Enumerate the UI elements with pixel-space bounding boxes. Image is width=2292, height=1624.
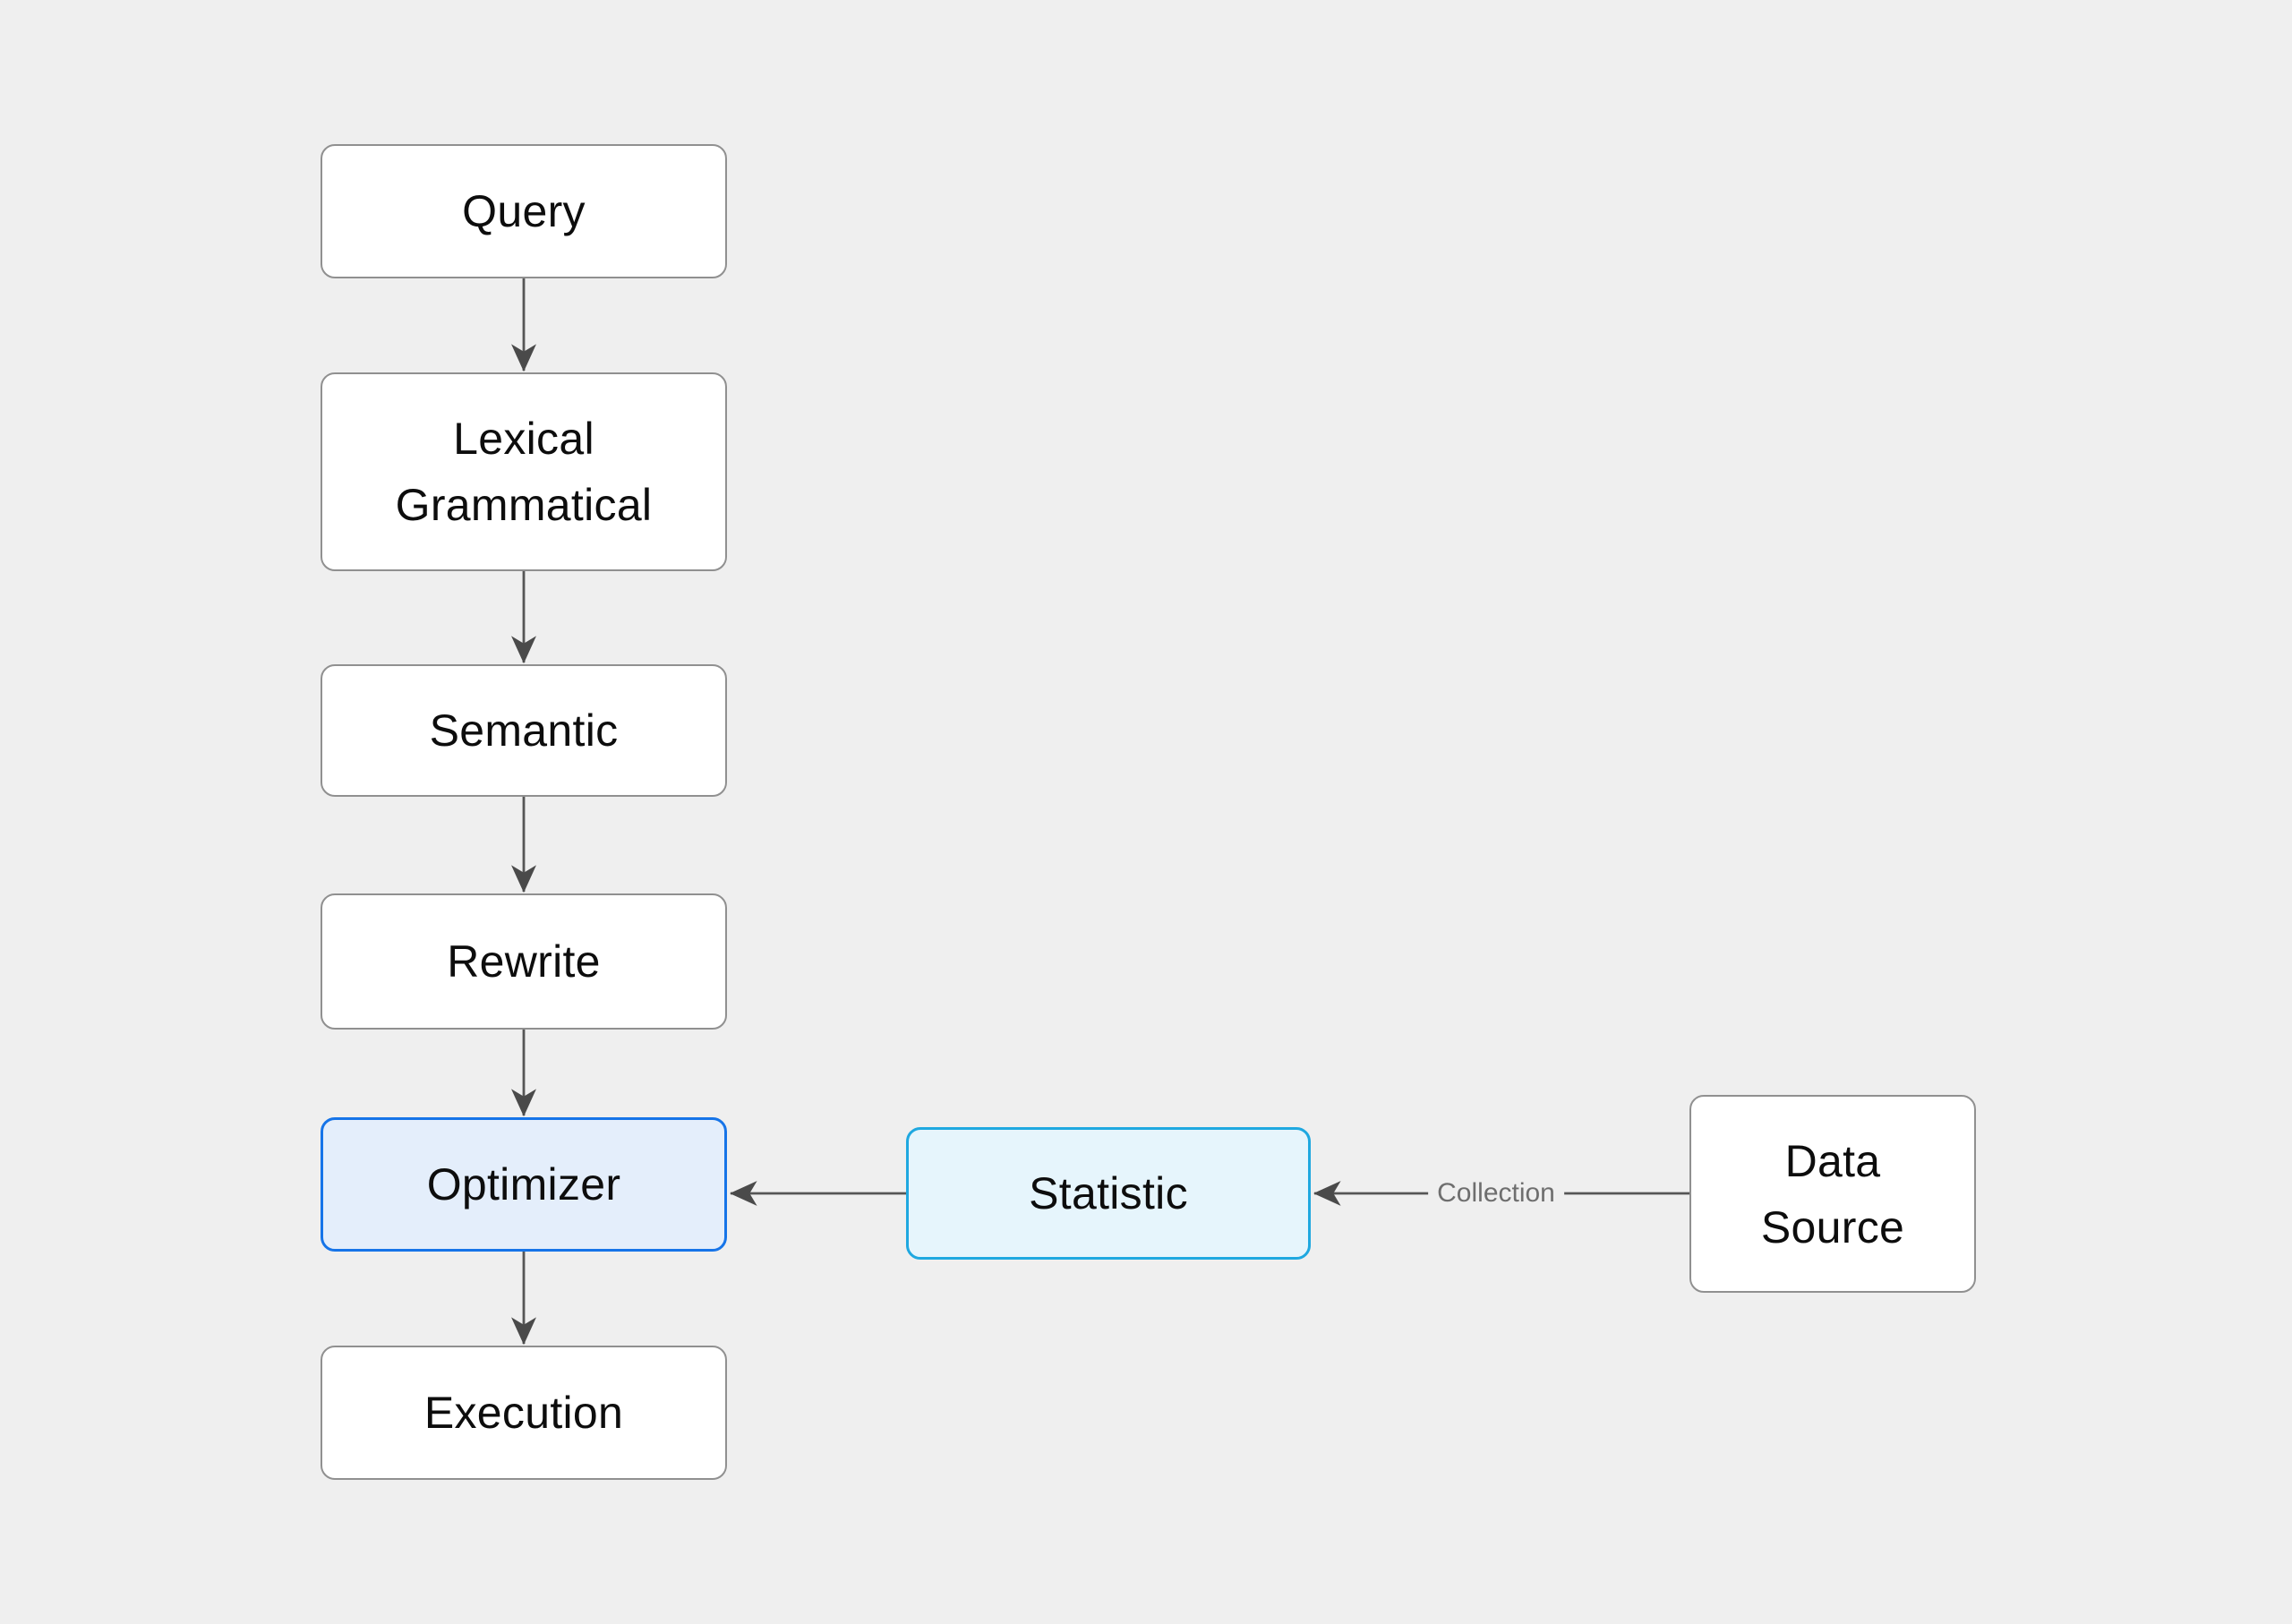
node-query: Query xyxy=(321,144,727,278)
node-lexical-grammatical: Lexical Grammatical xyxy=(321,372,727,571)
node-semantic-label: Semantic xyxy=(429,705,619,756)
node-execution: Execution xyxy=(321,1346,727,1480)
node-statistic: Statistic xyxy=(906,1127,1311,1260)
node-rewrite-label: Rewrite xyxy=(447,936,601,987)
node-optimizer: Optimizer xyxy=(321,1117,727,1252)
node-data-source-label: Data Source xyxy=(1760,1135,1905,1252)
node-data-source: Data Source xyxy=(1689,1095,1976,1293)
node-semantic: Semantic xyxy=(321,664,727,797)
node-lexical-grammatical-label: Lexical Grammatical xyxy=(395,414,653,530)
node-query-label: Query xyxy=(462,186,586,236)
node-statistic-label: Statistic xyxy=(1029,1168,1188,1218)
edge-label-collection: Collection xyxy=(1428,1176,1564,1210)
node-execution-label: Execution xyxy=(423,1388,624,1438)
node-rewrite: Rewrite xyxy=(321,893,727,1030)
node-optimizer-label: Optimizer xyxy=(426,1159,621,1209)
